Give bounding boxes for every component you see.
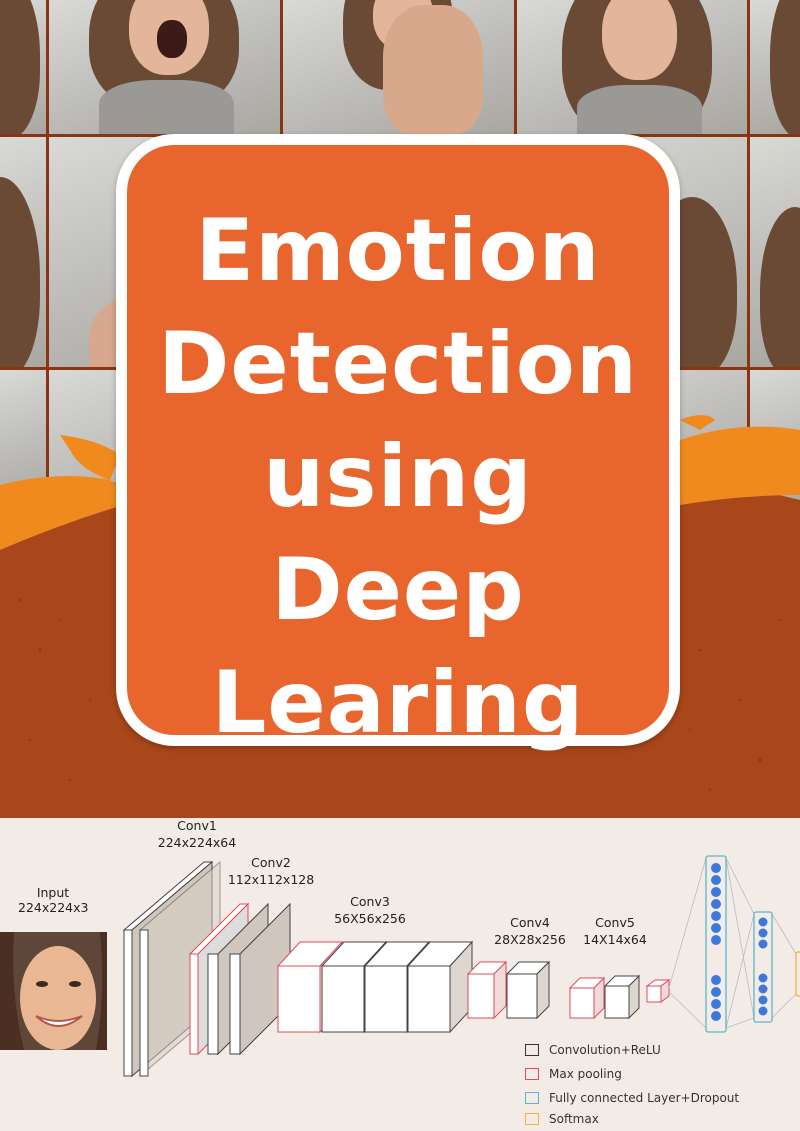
layer-name: Conv5 — [595, 915, 635, 930]
layer-dims: 14X14x64 — [583, 932, 647, 947]
layer-dims: 56X56x256 — [334, 911, 406, 926]
dense-layer-1-nodes — [711, 863, 721, 1021]
legend-label: Softmax — [549, 1112, 599, 1126]
speckle-texture — [18, 598, 782, 792]
orange-swoosh — [680, 426, 800, 505]
title-line: Emotion — [195, 201, 601, 301]
conv3-block — [276, 940, 474, 1034]
layer-dims: 28X28x256 — [494, 932, 566, 947]
photo-tile-hand — [283, 0, 514, 134]
legend-swatch-max-pooling — [525, 1068, 539, 1080]
layer-name: Conv1 — [177, 818, 217, 833]
layer-dims: 224x224x64 — [157, 835, 237, 850]
photo-tile-screaming — [49, 0, 280, 134]
legend-label: Fully connected Layer+Dropout — [549, 1091, 740, 1105]
photo-tile — [0, 137, 46, 367]
input-label: Input 224x224x3 — [18, 885, 88, 915]
orange-swoosh — [0, 476, 140, 550]
orange-swoosh — [60, 435, 120, 480]
orange-swoosh — [680, 415, 715, 430]
dense-layer-2 — [753, 911, 773, 1023]
cnn-architecture-diagram: Input 224x224x3 Conv1 224x224x64 Conv2 1… — [0, 818, 800, 1131]
photo-tile — [0, 0, 46, 134]
legend-label: Max pooling — [549, 1067, 622, 1081]
title-line: Detection — [157, 314, 639, 414]
softmax-layer — [795, 951, 800, 997]
photo-tile — [750, 0, 800, 134]
legend-item: Softmax — [525, 1110, 599, 1128]
photo-tile-angry — [517, 0, 747, 134]
dense-layer-1 — [705, 855, 727, 1033]
title-card: Emotion Detection using Deep Learing — [116, 134, 680, 753]
legend-item: Fully connected Layer+Dropout — [525, 1089, 739, 1107]
legend-label: Convolution+ReLU — [549, 1043, 661, 1057]
layer-label-conv5: Conv5 14X14x64 — [575, 915, 655, 947]
title-line: Learing — [211, 653, 585, 753]
photo-tile — [750, 137, 800, 367]
layer-label-conv1: Conv1 224x224x64 — [152, 818, 242, 850]
fully-connected-lines — [668, 857, 797, 1029]
layer-label-conv2: Conv2 112x112x128 — [226, 855, 316, 887]
layer-name: Conv2 — [251, 855, 291, 870]
layer-label-conv4: Conv4 28X28x256 — [485, 915, 575, 947]
dense-layer-2-nodes — [758, 917, 768, 1016]
cnn-layer-blocks — [122, 855, 800, 1078]
layer-dims: 112x112x128 — [227, 872, 315, 887]
legend-swatch-conv-relu — [525, 1044, 539, 1056]
layer-label-conv3: Conv3 56X56x256 — [320, 894, 420, 926]
input-dims: 224x224x3 — [18, 900, 89, 915]
conv5-block — [568, 974, 671, 1020]
input-face-image — [0, 932, 107, 1050]
legend-swatch-softmax — [525, 1113, 539, 1125]
layer-name: Conv3 — [350, 894, 390, 909]
legend-swatch-fully-connected — [525, 1092, 539, 1104]
title-line: using — [263, 427, 533, 527]
title-line: Deep — [271, 540, 525, 640]
layer-name: Conv4 — [510, 915, 550, 930]
title: Emotion Detection using Deep Learing — [127, 195, 669, 760]
legend-item: Convolution+ReLU — [525, 1041, 661, 1059]
legend-item: Max pooling — [525, 1065, 622, 1083]
conv4-block — [466, 960, 551, 1020]
input-name: Input — [36, 885, 70, 900]
